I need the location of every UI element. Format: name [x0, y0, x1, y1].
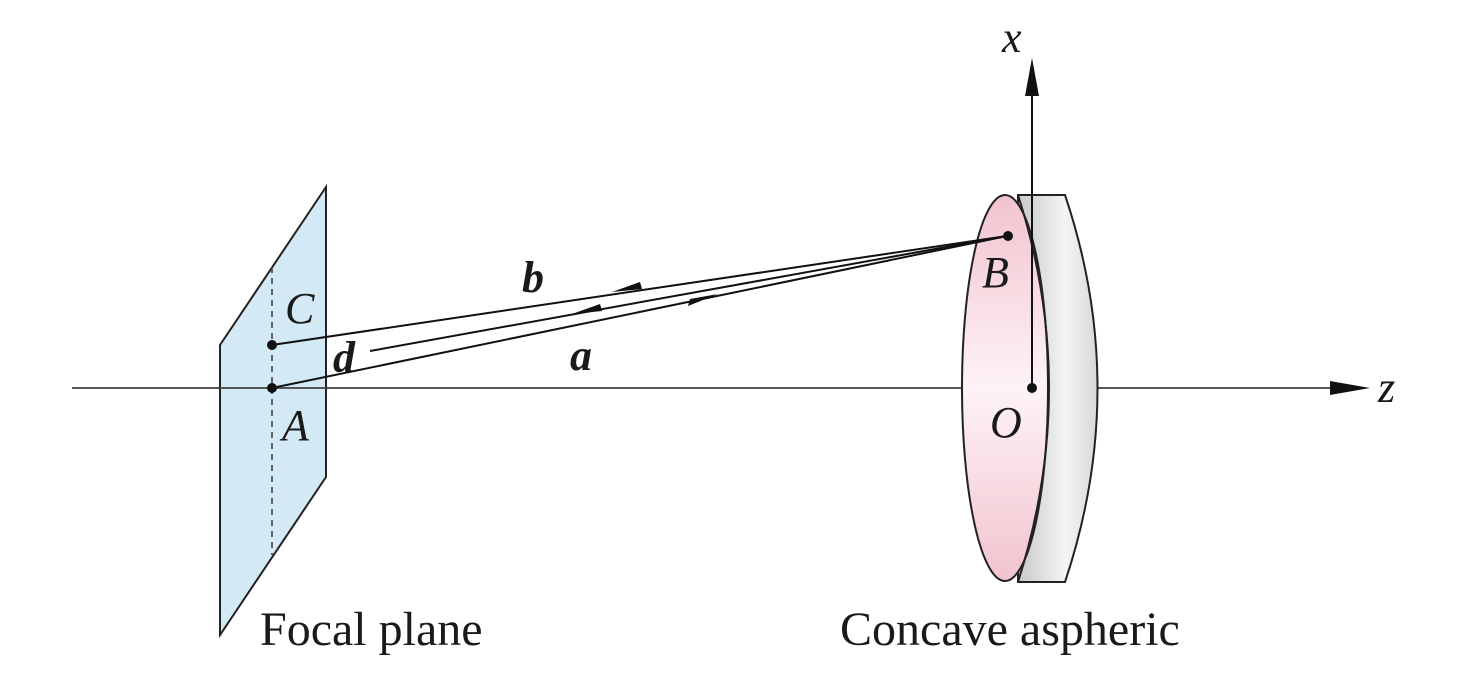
z-axis-label: z: [1377, 363, 1395, 412]
arrow-a-icon: [688, 294, 718, 306]
ray-b-label: b: [522, 253, 544, 302]
ray-a: [271, 235, 1008, 389]
x-axis-label: x: [1001, 13, 1022, 62]
x-axis: [1025, 58, 1039, 388]
z-arrow-icon: [1330, 381, 1370, 395]
point-b-dot: [1003, 231, 1013, 241]
focal-plane: [219, 183, 327, 639]
point-a-dot: [267, 383, 277, 393]
ray-b: [271, 235, 1008, 346]
arrow-b-icon: [612, 282, 642, 292]
point-o-dot: [1027, 383, 1037, 393]
ray-d: [369, 235, 1008, 352]
rays: [271, 235, 1008, 389]
point-a-label: A: [279, 401, 310, 450]
point-b-label: B: [982, 248, 1009, 297]
arrow-d-icon: [572, 304, 602, 314]
point-c-label: C: [285, 284, 315, 333]
point-c-dot: [267, 340, 277, 350]
ray-d-label: d: [333, 333, 356, 382]
ray-a-label: a: [570, 331, 592, 380]
x-arrow-icon: [1025, 58, 1039, 96]
focal-plane-caption: Focal plane: [260, 603, 483, 656]
mirror-caption: Concave aspheric: [840, 603, 1180, 656]
point-o-label: O: [990, 398, 1022, 447]
